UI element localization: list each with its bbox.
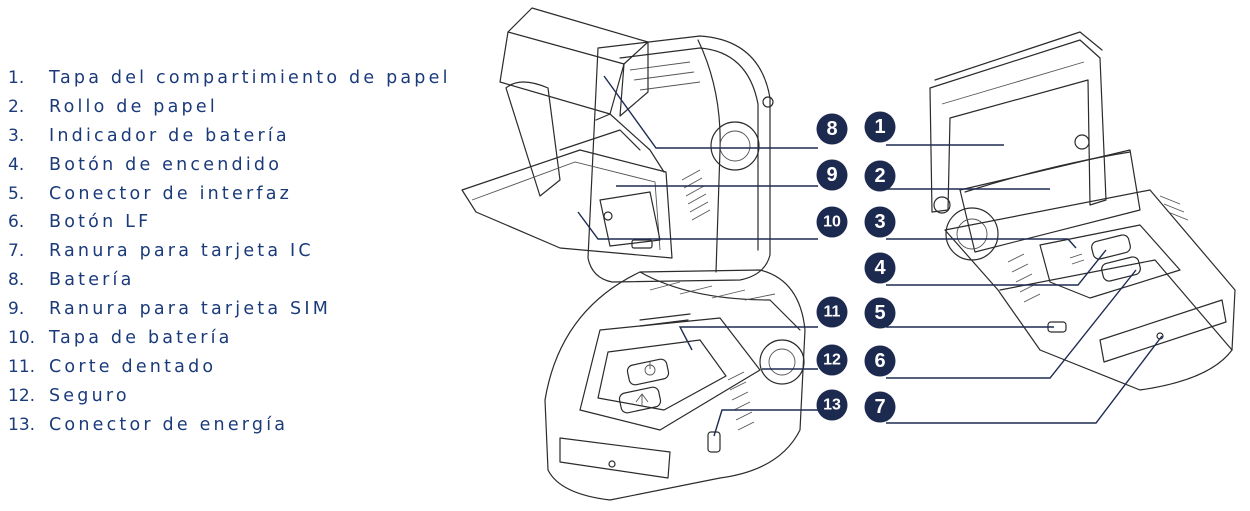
callout-3: 3 <box>864 206 896 238</box>
legend-item-5: 5.Conector de interfaz <box>8 183 293 204</box>
callout-5-number: 5 <box>874 302 885 324</box>
callout-2: 2 <box>864 160 896 192</box>
legend-item-4: 4.Botón de encendido <box>8 154 283 175</box>
callout-4-number: 4 <box>874 257 886 279</box>
callout-3-number: 3 <box>874 211 885 233</box>
legend-item-1: 1.Tapa del compartimiento de papel <box>8 68 451 88</box>
callout-9: 9 <box>816 159 848 191</box>
printer-open-view <box>929 31 1236 391</box>
legend-item-11: 11.Corte dentado <box>8 356 217 377</box>
callout-10-number: 10 <box>823 214 841 231</box>
callout-9-number: 9 <box>826 164 837 186</box>
paper-feed-icon <box>635 393 649 406</box>
callout-1-number: 1 <box>874 116 885 138</box>
printer-back-view <box>461 7 774 283</box>
leader-lines <box>577 75 1163 437</box>
callout-11-number: 11 <box>824 304 841 321</box>
callout-11: 11 <box>816 296 848 328</box>
callout-8-number: 8 <box>826 118 837 140</box>
legend-item-7: 7.Ranura para tarjeta IC <box>8 241 314 262</box>
legend-item-10: 10.Tapa de batería <box>8 328 233 349</box>
callout-6-number: 6 <box>874 350 885 372</box>
legend-item-6: 6.Botón LF <box>8 212 152 233</box>
legend-item-3: 3.Indicador de batería <box>8 125 290 146</box>
callout-13-number: 13 <box>823 397 841 414</box>
power-icon <box>644 362 656 376</box>
callout-12: 12 <box>816 344 848 376</box>
legend-item-9: 9.Ranura para tarjeta SIM <box>8 299 332 320</box>
legend-item-13: 13.Conector de energía <box>8 414 289 435</box>
legend-item-12: 12.Seguro <box>8 385 130 406</box>
printer-front-view <box>544 269 806 501</box>
callout-1: 1 <box>864 111 896 143</box>
callout-7-number: 7 <box>874 396 885 418</box>
callout-12-number: 12 <box>823 352 841 369</box>
callout-5: 5 <box>864 297 896 329</box>
callout-2-number: 2 <box>874 165 885 187</box>
callout-13: 13 <box>816 389 848 421</box>
parts-legend: 1.Tapa del compartimiento de papel 2.Rol… <box>8 64 451 440</box>
callout-4: 4 <box>864 252 896 284</box>
callout-6: 6 <box>864 345 896 377</box>
callout-10: 10 <box>816 206 848 238</box>
callout-7: 7 <box>864 391 896 423</box>
legend-item-8: 8.Batería <box>8 270 135 291</box>
legend-item-2: 2.Rollo de papel <box>8 96 218 117</box>
callout-8: 8 <box>816 113 848 145</box>
